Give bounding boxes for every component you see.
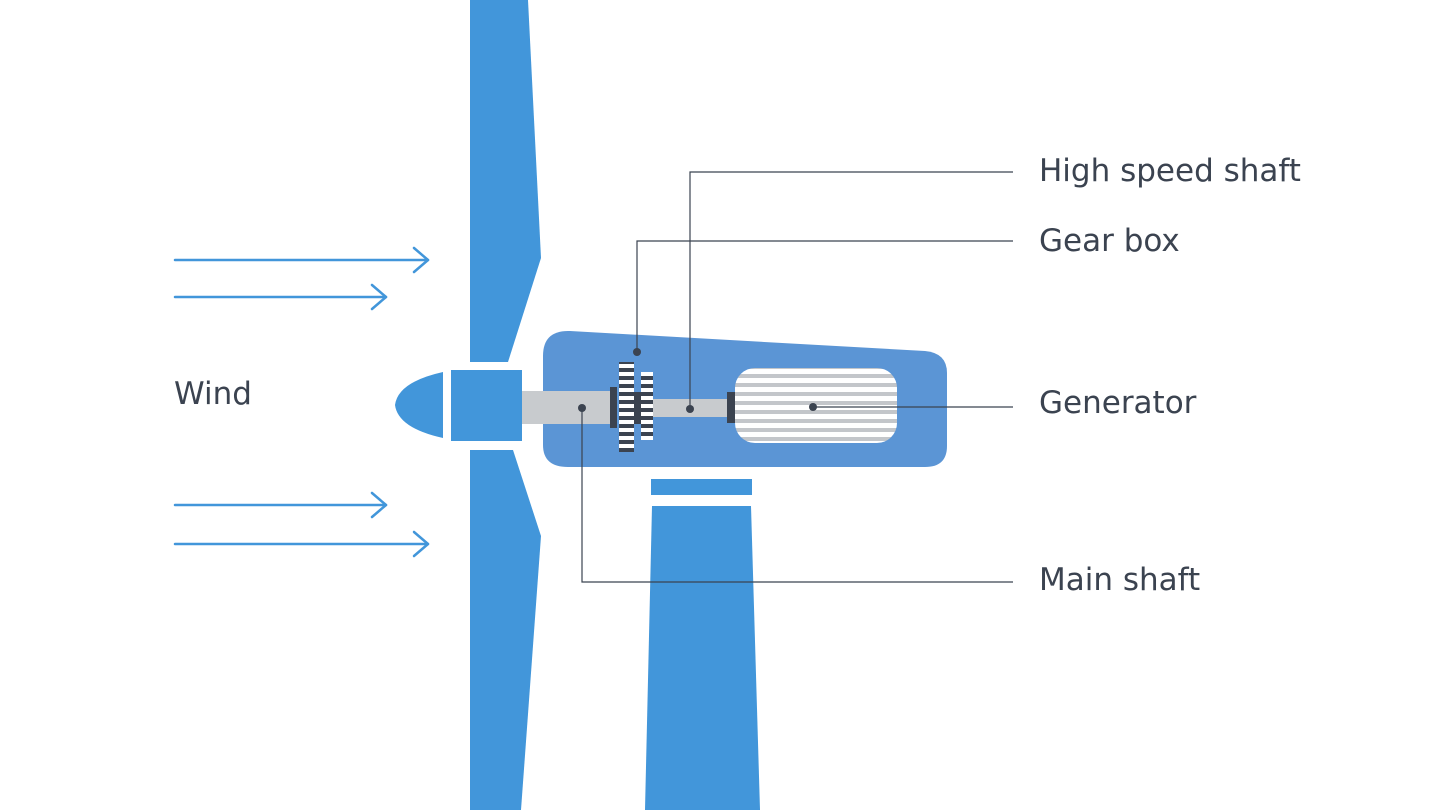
wind-arrow (173, 530, 430, 558)
upper-blade (470, 0, 541, 362)
high-speed-shaft-label: High speed shaft (1039, 153, 1301, 189)
nose-cone (395, 372, 443, 438)
high-speed-shaft-coupling (727, 392, 735, 423)
dot-gear-box (633, 348, 641, 356)
wind-arrow (173, 491, 388, 519)
generator-label: Generator (1039, 385, 1197, 421)
tower (645, 479, 760, 810)
wind-arrow (173, 283, 388, 311)
gearbox (619, 362, 653, 452)
leader-dots (578, 348, 817, 413)
gear-small (641, 372, 653, 440)
leader-high-speed-shaft (689, 171, 1013, 409)
rotor-blades (470, 0, 541, 810)
gear-axle (634, 392, 641, 424)
wind-label: Wind (174, 376, 252, 412)
lower-blade (470, 450, 541, 810)
main-shaft (522, 391, 614, 424)
tower-body (645, 506, 760, 810)
dot-generator (809, 403, 817, 411)
hub (451, 370, 522, 441)
dot-main-shaft (578, 404, 586, 412)
gear-large (619, 362, 634, 452)
leader-main-shaft (581, 408, 1013, 583)
dot-high-speed-shaft (686, 405, 694, 413)
rotor-hub (395, 370, 522, 441)
wind-arrows (173, 246, 430, 558)
tower-yaw-ring (651, 479, 752, 495)
gear-box-label: Gear box (1039, 223, 1180, 259)
leader-lines (581, 171, 1013, 583)
wind-arrow (173, 246, 430, 274)
leader-gear-box (636, 240, 1013, 352)
main-shaft-label: Main shaft (1039, 562, 1201, 598)
main-shaft-flange (610, 387, 617, 428)
